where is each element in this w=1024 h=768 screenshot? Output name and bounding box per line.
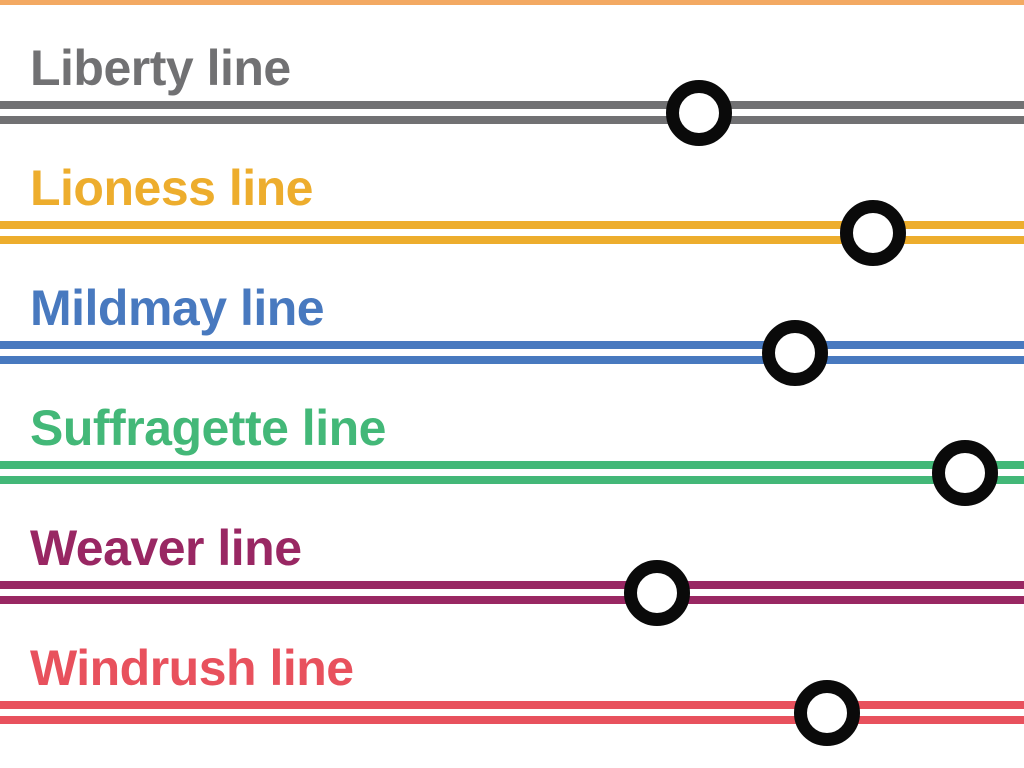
line-name-label: Mildmay line [30, 280, 325, 336]
line-stripe-top [0, 581, 1024, 589]
line-stripe-bottom [0, 716, 1024, 724]
line-name-label: Liberty line [30, 40, 291, 96]
line-stripe-top [0, 461, 1024, 469]
line-stripe-top [0, 221, 1024, 229]
line-track [0, 199, 1024, 266]
line-stripe-bottom [0, 596, 1024, 604]
station-interchange-icon [932, 439, 998, 506]
line-name-label: Lioness line [30, 160, 313, 216]
line-row: Suffragette line [0, 400, 1024, 524]
line-track [0, 439, 1024, 506]
line-stripe-top [0, 101, 1024, 109]
line-stripe-top [0, 341, 1024, 349]
station-interchange-icon [666, 79, 732, 146]
line-row: Liberty line [0, 40, 1024, 164]
line-name-label: Suffragette line [30, 400, 386, 456]
line-stripe-top [0, 701, 1024, 709]
station-interchange-icon [840, 199, 906, 266]
line-stripe-bottom [0, 356, 1024, 364]
line-row: Weaver line [0, 520, 1024, 644]
station-interchange-icon [762, 319, 828, 386]
line-track [0, 319, 1024, 386]
partial-line-top [0, 0, 1024, 5]
line-track [0, 559, 1024, 626]
station-interchange-icon [624, 559, 690, 626]
line-track [0, 79, 1024, 146]
line-name-label: Weaver line [30, 520, 302, 576]
station-interchange-icon [794, 679, 860, 746]
line-stripe-bottom [0, 476, 1024, 484]
line-stripe-bottom [0, 116, 1024, 124]
line-row: Windrush line [0, 640, 1024, 764]
line-row: Mildmay line [0, 280, 1024, 404]
line-stripe-bottom [0, 236, 1024, 244]
line-track [0, 679, 1024, 746]
line-row: Lioness line [0, 160, 1024, 284]
line-name-label: Windrush line [30, 640, 354, 696]
